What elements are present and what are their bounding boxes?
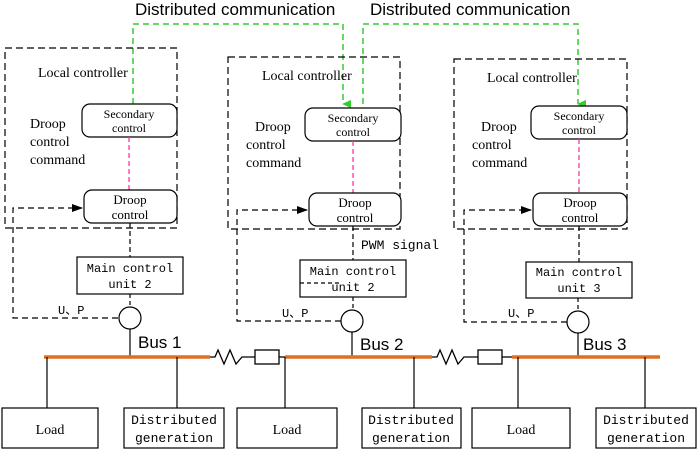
load-box [471,407,571,449]
dg-label-1: Distributed [603,413,689,428]
resistor-zigzag [432,348,478,366]
dg-box [595,407,697,449]
secondary-control-label-1: Secondary [328,111,379,125]
comm-link-1-2 [132,23,351,108]
sensor-circle [118,306,142,330]
comm-label-right: Distributed communication [370,0,570,19]
inductor-box [254,349,280,365]
sensor-circle [340,309,364,333]
droop-control-box [308,192,402,227]
sensor-circle [566,310,590,334]
main-control-unit-box [525,261,633,299]
comm-label-left: Distributed communication [135,0,335,19]
droop-control-label-1: Droop [113,192,146,207]
pwm-signal-label: PWM signal [361,238,439,253]
feedback-loop [463,206,567,323]
droop-command-label-2: control [246,138,286,153]
line-impedance-2-3 [432,348,512,366]
load-box [1,407,99,449]
communication-links [132,23,586,108]
inductor-box [477,349,503,365]
load-label: Load [273,423,302,438]
droop-control-label-2: control [112,207,149,222]
local-controller-2: Local controller Secondary control Droop… [227,56,439,357]
local-controller-1: Local controller Secondary control Droop… [4,47,184,357]
load-label: Load [36,423,65,438]
bus-label: Bus 1 [138,333,181,352]
main-control-unit-label-2: unit 3 [557,282,600,296]
main-control-unit-label-1: Main control [87,262,173,276]
load-box [236,407,338,449]
dg-label-2: generation [372,431,450,446]
droop-command-label-3: command [246,156,301,171]
local-controller-title: Local controller [487,71,577,86]
local-controller-box [227,56,401,230]
feedback-loop [12,204,118,319]
measurement-label: U、P [508,307,534,321]
comm-link-2-3 [362,23,586,108]
dg-box [361,407,462,449]
secondary-control-label-1: Secondary [554,109,605,123]
line-impedance-1-2 [210,348,285,366]
main-control-unit-box [299,259,407,298]
droop-control-label-2: control [337,210,374,225]
main-control-unit-label-2: unit 2 [108,278,151,292]
droop-command-label-1: Droop [30,117,66,132]
local-controller-box [453,58,628,230]
secondary-control-label-2: control [336,125,371,139]
dg-label-2: generation [607,431,685,446]
droop-command-label-2: control [472,138,512,153]
load-label: Load [507,423,536,438]
droop-command-label-2: control [30,135,70,150]
local-controller-title: Local controller [38,66,128,81]
main-control-unit-label-1: Main control [536,266,622,280]
main-control-unit-box [76,256,184,295]
dg-label-1: Distributed [368,413,454,428]
bus-1-attachments: Load Distributed generation [1,357,225,449]
droop-control-label-1: Droop [338,195,371,210]
bus-label: Bus 2 [360,335,403,354]
bus-label: Bus 3 [583,335,626,354]
droop-command-label-1: Droop [255,120,291,135]
secondary-control-label-1: Secondary [104,107,155,121]
dg-label-2: generation [135,431,213,446]
measurement-label: U、P [282,307,308,321]
droop-command-label-3: command [472,156,527,171]
dg-box [123,407,225,449]
main-control-unit-label-1: Main control [310,265,396,279]
local-controller-title: Local controller [262,69,352,84]
droop-command-label-1: Droop [481,120,517,135]
droop-control-box [532,192,628,227]
droop-control-label-1: Droop [563,195,596,210]
feedback-loop [236,206,341,322]
main-control-unit-label-2: unit 2 [331,281,374,295]
secondary-control-label-2: control [112,121,147,135]
resistor-zigzag [210,348,255,366]
droop-control-label-2: control [562,210,599,225]
bus-3-attachments: Load Distributed generation [471,357,697,449]
measurement-label: U、P [58,304,84,318]
local-controller-3: Local controller Secondary control Droop… [453,58,633,357]
secondary-control-label-2: control [562,123,597,137]
bus-2-attachments: Load Distributed generation [236,357,462,449]
droop-command-label-3: command [30,153,85,168]
dg-label-1: Distributed [131,413,217,428]
